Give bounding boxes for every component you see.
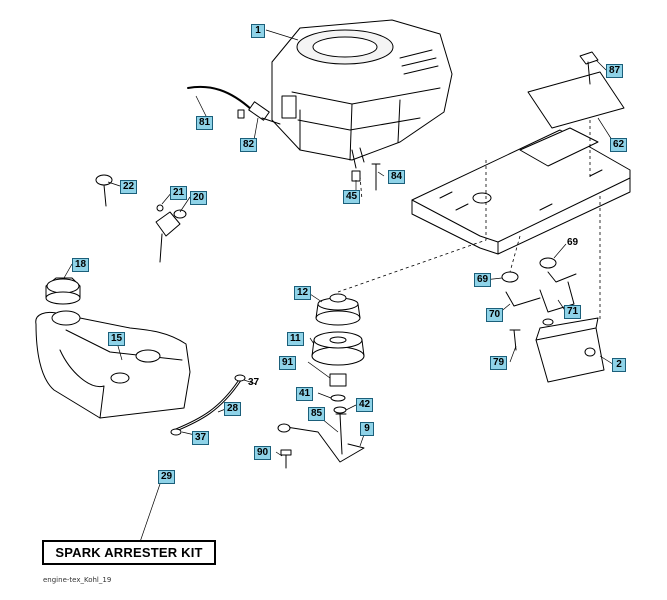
callout-81: 81	[196, 116, 214, 130]
callout-37-bottom: 37	[192, 431, 210, 445]
fuel-tank-15	[35, 310, 191, 419]
control-assembly-20	[155, 204, 187, 263]
callout-45: 45	[343, 190, 361, 204]
bolt-87	[579, 51, 599, 85]
callout-91: 91	[279, 356, 297, 370]
callout-1: 1	[251, 24, 265, 38]
plate-62	[527, 71, 625, 129]
callout-12: 12	[294, 286, 312, 300]
spacer-91	[329, 373, 347, 387]
callout-20: 20	[190, 191, 208, 205]
figure-caption: engine-tex_Kohl_19	[43, 576, 112, 584]
callout-2: 2	[612, 358, 626, 372]
fuel-hose-28	[170, 374, 246, 436]
callout-85: 85	[308, 407, 326, 421]
callout-9: 9	[360, 422, 374, 436]
pto-clutch-11	[311, 331, 365, 366]
bolt-90	[280, 449, 292, 469]
callout-11: 11	[287, 332, 304, 346]
callout-69-left: 69	[474, 273, 492, 287]
callout-22: 22	[120, 180, 138, 194]
exhaust-pipe-71	[539, 281, 575, 313]
callout-69-right: 69	[567, 237, 579, 248]
bolt-84	[371, 163, 381, 191]
exhaust-pipe-70	[505, 271, 577, 307]
gasket-69a	[501, 271, 519, 283]
callout-62: 62	[610, 138, 628, 152]
engine-part	[271, 19, 453, 169]
fuel-line-part	[187, 85, 281, 125]
callout-42: 42	[356, 398, 374, 412]
bracket-9	[279, 425, 365, 463]
assembly-lines	[337, 120, 601, 320]
callout-90: 90	[254, 446, 272, 460]
bolt-85	[335, 413, 347, 455]
bolt-79	[509, 329, 521, 351]
callout-15: 15	[108, 332, 126, 346]
callout-79: 79	[490, 356, 508, 370]
gasket-69b	[539, 257, 557, 269]
callout-84: 84	[388, 170, 406, 184]
callout-18: 18	[72, 258, 90, 272]
fuel-cap-18	[45, 277, 81, 305]
callout-28: 28	[224, 402, 242, 416]
callout-37-top: 37	[248, 377, 260, 388]
callout-21: 21	[170, 186, 188, 200]
callout-87: 87	[606, 64, 624, 78]
callout-71: 71	[564, 305, 582, 319]
washer-41	[330, 394, 346, 402]
callout-70: 70	[486, 308, 504, 322]
frame-part	[411, 127, 631, 255]
pulley-12	[315, 293, 361, 326]
callout-29: 29	[158, 470, 176, 484]
knob-22	[95, 174, 113, 207]
callout-41: 41	[296, 387, 314, 401]
nut-45	[351, 170, 361, 182]
spark-arrester-kit-label: SPARK ARRESTER KIT	[42, 540, 216, 565]
callout-82: 82	[240, 138, 258, 152]
washer-42	[333, 406, 347, 414]
muffler-2	[535, 317, 605, 383]
